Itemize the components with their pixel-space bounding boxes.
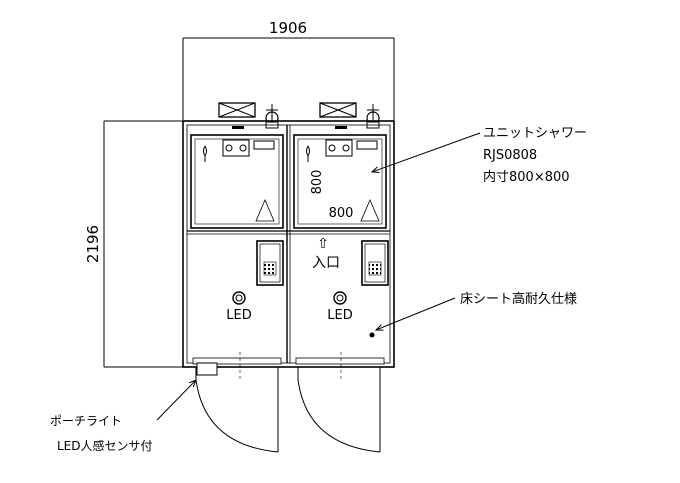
entrance-arrow-icon: ⇧ [317,236,329,252]
floor-leader-line [376,297,456,330]
led-label-right: LED [327,308,352,323]
drain-grate-left [256,240,284,286]
depth-dimension: 2196 [84,120,186,368]
vent-fan-right [319,102,357,118]
valve-icon [265,104,279,129]
led-label-left: LED [226,308,251,323]
shower-unit-left [190,126,284,229]
depth-value: 2196 [84,225,102,263]
inner-width-label: 800 [329,206,354,221]
led-light-right: LED [327,291,353,323]
shower-leader-line [372,132,481,172]
drain-grate-right [361,240,389,286]
led-light-left: LED [226,291,252,323]
width-value: 1906 [269,19,307,37]
inner-size-label: 内寸800×800 [483,169,570,185]
floor-marker-dot [369,332,375,338]
shower-unit-right: 800 800 [293,126,387,229]
entrance-label: 入口 [312,255,340,271]
door-left [195,352,279,453]
building-outline [103,120,395,368]
floor-sheet-label: 床シート高耐久仕様 [460,291,577,307]
porch-light-label: ポーチライト [50,414,122,428]
shower-unit-label: ユニットシャワー [483,126,587,141]
led-sensor-label: LED人感センサ付 [57,438,153,453]
inner-depth-label: 800 [310,170,325,195]
width-dimension: 1906 [182,19,395,120]
valve-icon [366,104,380,129]
vent-fan-left [218,102,256,118]
shower-model-label: RJS0808 [483,148,537,163]
door-right [297,352,381,453]
porch-light-leader-line [156,380,196,421]
